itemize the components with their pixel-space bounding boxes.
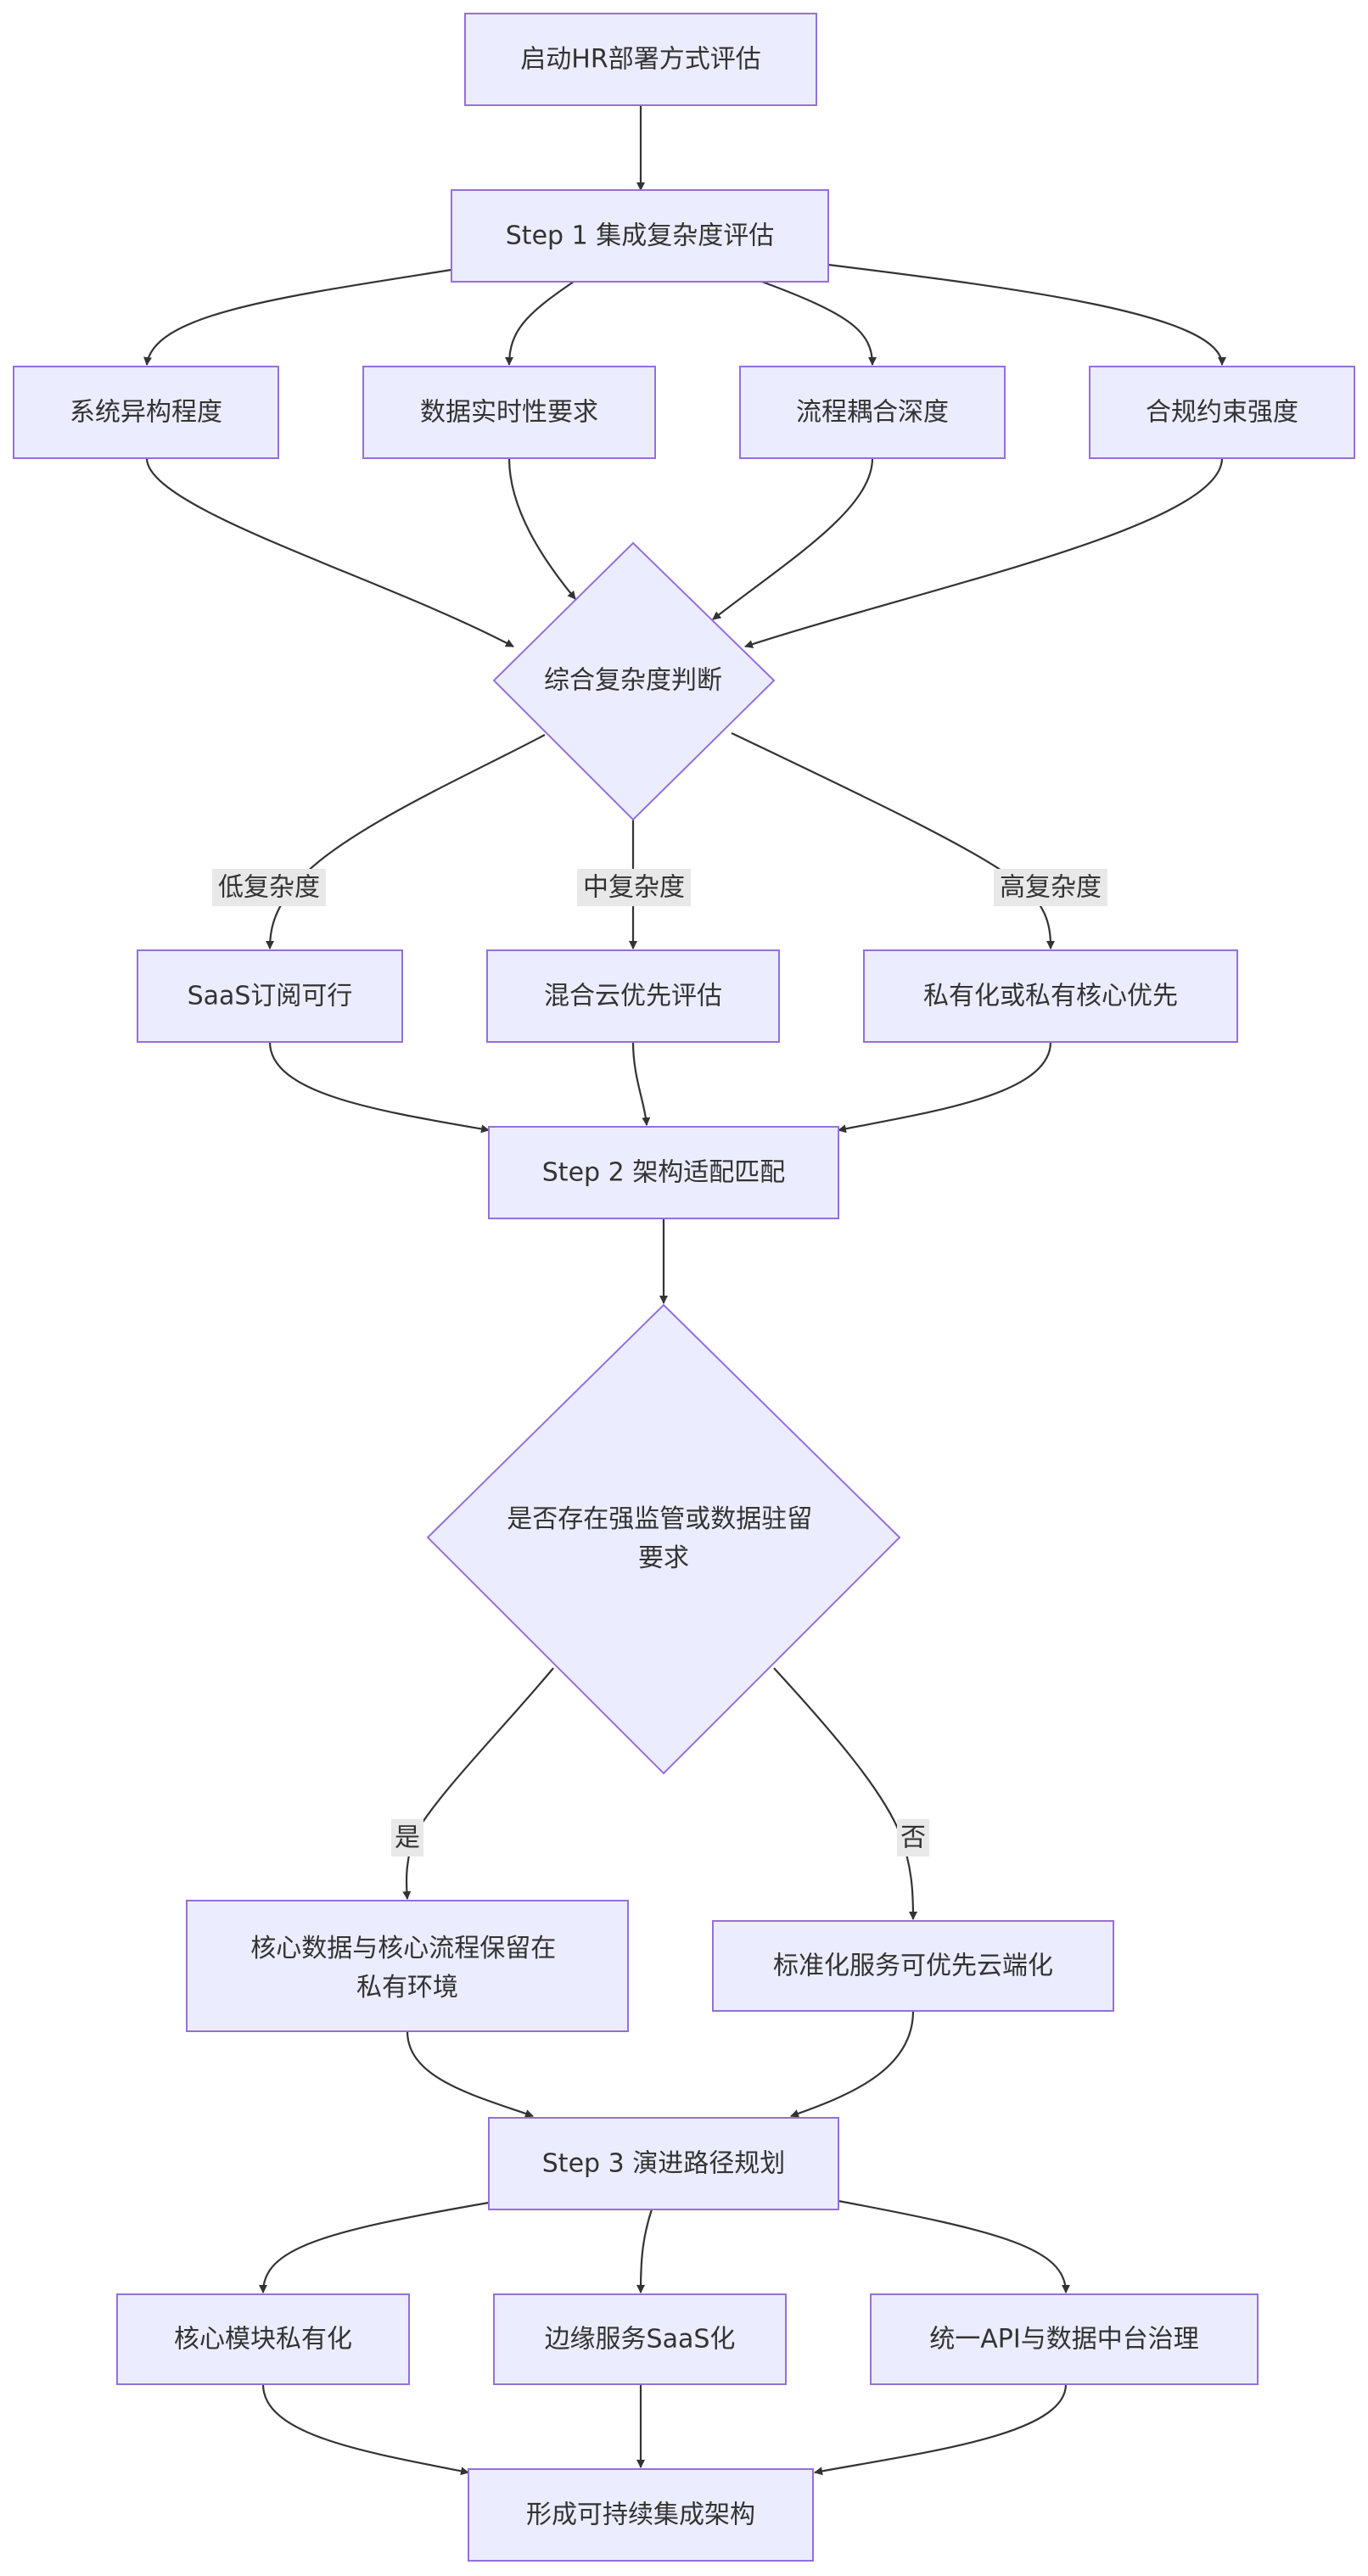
label-no-text: 否	[900, 1823, 926, 1853]
label-mid-text: 中复杂度	[583, 873, 685, 903]
edge-f1-judge	[145, 457, 514, 647]
node-core-private[interactable]: 核心模块私有化	[116, 2293, 410, 2385]
label-no: 否	[897, 1819, 929, 1856]
node-regulation-decision[interactable]: 是否存在强监管或数据驻留 要求	[426, 1303, 901, 1775]
node-step1-label: Step 1 集成复杂度评估	[506, 221, 774, 251]
edges	[143, 105, 1226, 2476]
edge-qreg-cloud	[773, 1667, 917, 1920]
node-complexity-decision-label: 综合复杂度判断	[544, 666, 722, 696]
edge-judge-saas	[266, 734, 546, 949]
node-realtime-label: 数据实时性要求	[420, 398, 598, 428]
node-regulation-line-2: 要求	[638, 1543, 689, 1573]
label-low-text: 低复杂度	[218, 873, 320, 903]
node-start[interactable]: 启动HR部署方式评估	[464, 13, 817, 106]
node-step3[interactable]: Step 3 演进路径规划	[488, 2117, 839, 2210]
edge-step1-f4	[827, 263, 1226, 366]
node-realtime[interactable]: 数据实时性要求	[362, 366, 656, 459]
node-start-label: 启动HR部署方式评估	[520, 45, 760, 75]
edge-private-step2	[838, 1041, 1052, 1134]
edge-step3-p2	[636, 2209, 653, 2293]
label-low-complexity: 低复杂度	[212, 869, 326, 906]
node-private-first-label: 私有化或私有核心优先	[923, 982, 1178, 1011]
node-step3-label: Step 3 演进路径规划	[542, 2149, 785, 2179]
edge-judge-private	[731, 732, 1055, 949]
node-cloud-standard[interactable]: 标准化服务可优先云端化	[712, 1920, 1114, 2012]
node-private-first[interactable]: 私有化或私有核心优先	[863, 949, 1238, 1043]
nodes: 启动HR部署方式评估 Step 1 集成复杂度评估 系统异构程度 数据实时性要求…	[13, 13, 1355, 2562]
node-compliance[interactable]: 合规约束强度	[1089, 366, 1355, 459]
edge-p1-final	[261, 2383, 469, 2476]
node-edge-saas-label: 边缘服务SaaS化	[545, 2325, 736, 2355]
edge-p3-final	[814, 2383, 1068, 2476]
edge-keep-step3	[406, 2030, 534, 2118]
edge-step3-p3	[838, 2199, 1070, 2293]
edge-step1-f2	[505, 281, 575, 366]
node-saas-feasible-label: SaaS订阅可行	[188, 982, 353, 1011]
edge-step1-f1	[143, 268, 452, 366]
node-coupling-label: 流程耦合深度	[796, 398, 949, 428]
edge-f3-judge	[712, 457, 874, 620]
label-yes: 是	[391, 1819, 423, 1856]
edge-step3-p1	[259, 2201, 490, 2293]
edge-labels: 低复杂度 中复杂度 高复杂度 是 否	[212, 869, 1107, 1856]
edge-step1-f3	[761, 280, 877, 366]
node-hybrid-first[interactable]: 混合云优先评估	[486, 949, 780, 1043]
label-high-text: 高复杂度	[1000, 873, 1102, 903]
node-final[interactable]: 形成可持续集成架构	[468, 2468, 814, 2562]
node-hybrid-first-label: 混合云优先评估	[544, 982, 722, 1011]
node-complexity-decision[interactable]: 综合复杂度判断	[492, 541, 776, 821]
edge-cloud-step3	[790, 2010, 915, 2118]
node-keep-private-label: 核心数据与核心流程保留在 私有环境	[250, 1934, 564, 2002]
node-coupling[interactable]: 流程耦合深度	[739, 366, 1006, 459]
node-step1[interactable]: Step 1 集成复杂度评估	[451, 189, 829, 283]
node-step2-label: Step 2 架构适配匹配	[542, 1158, 785, 1188]
node-keep-private[interactable]: 核心数据与核心流程保留在 私有环境	[186, 1900, 629, 2032]
node-keep-private-line-2: 私有环境	[356, 1973, 458, 2002]
edge-qreg-keep	[402, 1667, 554, 1900]
node-core-private-label: 核心模块私有化	[174, 2325, 352, 2355]
node-compliance-label: 合规约束强度	[1146, 398, 1298, 428]
edge-f2-judge	[507, 457, 576, 600]
label-mid-complexity: 中复杂度	[577, 869, 691, 906]
edge-f4-judge	[744, 457, 1224, 648]
node-keep-private-line-1: 核心数据与核心流程保留在	[250, 1934, 556, 1963]
node-step2[interactable]: Step 2 架构适配匹配	[488, 1126, 839, 1219]
node-regulation-decision-label: 是否存在强监管或数据驻留 要求	[507, 1504, 821, 1573]
edge-hybrid-step2	[631, 1041, 651, 1126]
node-heterogeneity-label: 系统异构程度	[70, 398, 222, 428]
node-api-governance[interactable]: 统一API与数据中台治理	[870, 2293, 1259, 2385]
node-saas-feasible[interactable]: SaaS订阅可行	[137, 949, 403, 1043]
node-edge-saas[interactable]: 边缘服务SaaS化	[493, 2293, 787, 2385]
node-regulation-line-1: 是否存在强监管或数据驻留	[507, 1504, 812, 1534]
node-api-governance-label: 统一API与数据中台治理	[929, 2325, 1198, 2355]
node-final-label: 形成可持续集成架构	[526, 2500, 755, 2530]
label-high-complexity: 高复杂度	[994, 869, 1107, 906]
label-yes-text: 是	[395, 1823, 420, 1853]
edge-saas-step2	[268, 1041, 490, 1134]
node-heterogeneity[interactable]: 系统异构程度	[13, 366, 279, 459]
node-cloud-standard-label: 标准化服务可优先云端化	[773, 1952, 1053, 1981]
